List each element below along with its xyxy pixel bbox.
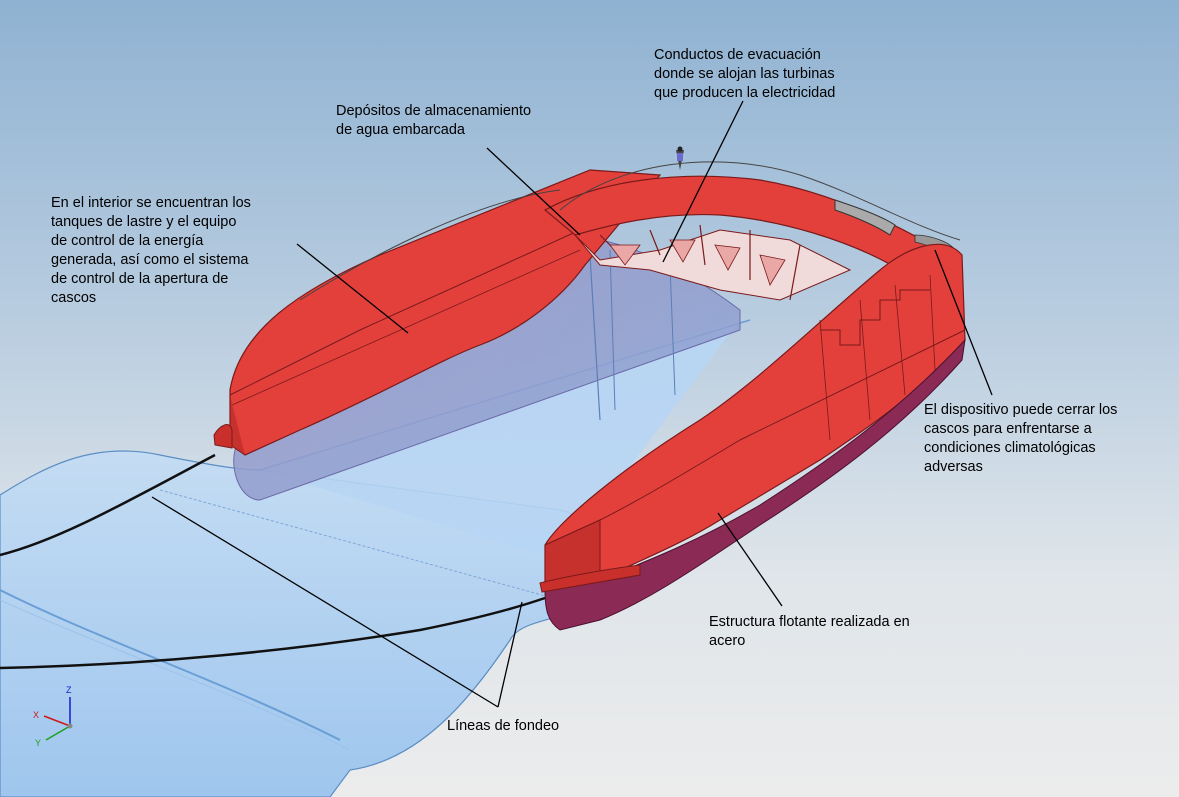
leader-lineas-1 [151,496,499,708]
label-estructura: Estructura flotante realizada en acero [709,614,910,649]
label-dispositivo: El dispositivo puede cerrar los cascos p… [924,402,1118,475]
leader-interior [296,243,409,334]
leader-estructura [717,512,783,607]
label-lineas: Líneas de fondeo [447,718,560,734]
leader-lineas-2 [497,601,523,708]
axes-gizmo [43,697,73,741]
axis-label-y: Y [35,738,42,748]
axis-label-x: X [33,710,40,720]
leader-lines [151,100,993,708]
leader-depositos [486,147,581,236]
leader-dispositivo [934,249,993,396]
label-conductos: Conductos de evacuación donde se alojan … [654,47,836,101]
label-depositos: Depósitos de almacenamiento de agua emba… [336,103,532,138]
label-interior: En el interior se encuentran los tanques… [51,195,251,306]
axis-label-z: Z [66,685,72,695]
leader-conductos [662,100,744,263]
mooring-lines [0,453,546,670]
water-surface [0,319,751,797]
left-hull [213,169,662,456]
right-hull [539,243,966,631]
